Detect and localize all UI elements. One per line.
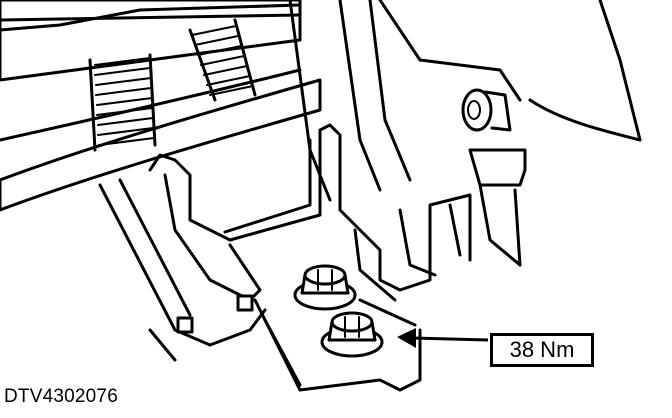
stud [461,88,512,132]
frame-rail [0,0,322,212]
bolt-upper [293,264,357,311]
mounting-plate [98,178,422,392]
coil-spring-right [188,18,257,102]
figure-id: DTV4302076 [4,386,118,407]
coil-spring-left [88,53,157,152]
torque-callout: 38 Nm [490,333,594,367]
arrow-left-icon [397,328,489,348]
retaining-clip [468,148,527,267]
torque-value: 38 Nm [509,337,575,362]
bolt-lower [320,311,384,358]
